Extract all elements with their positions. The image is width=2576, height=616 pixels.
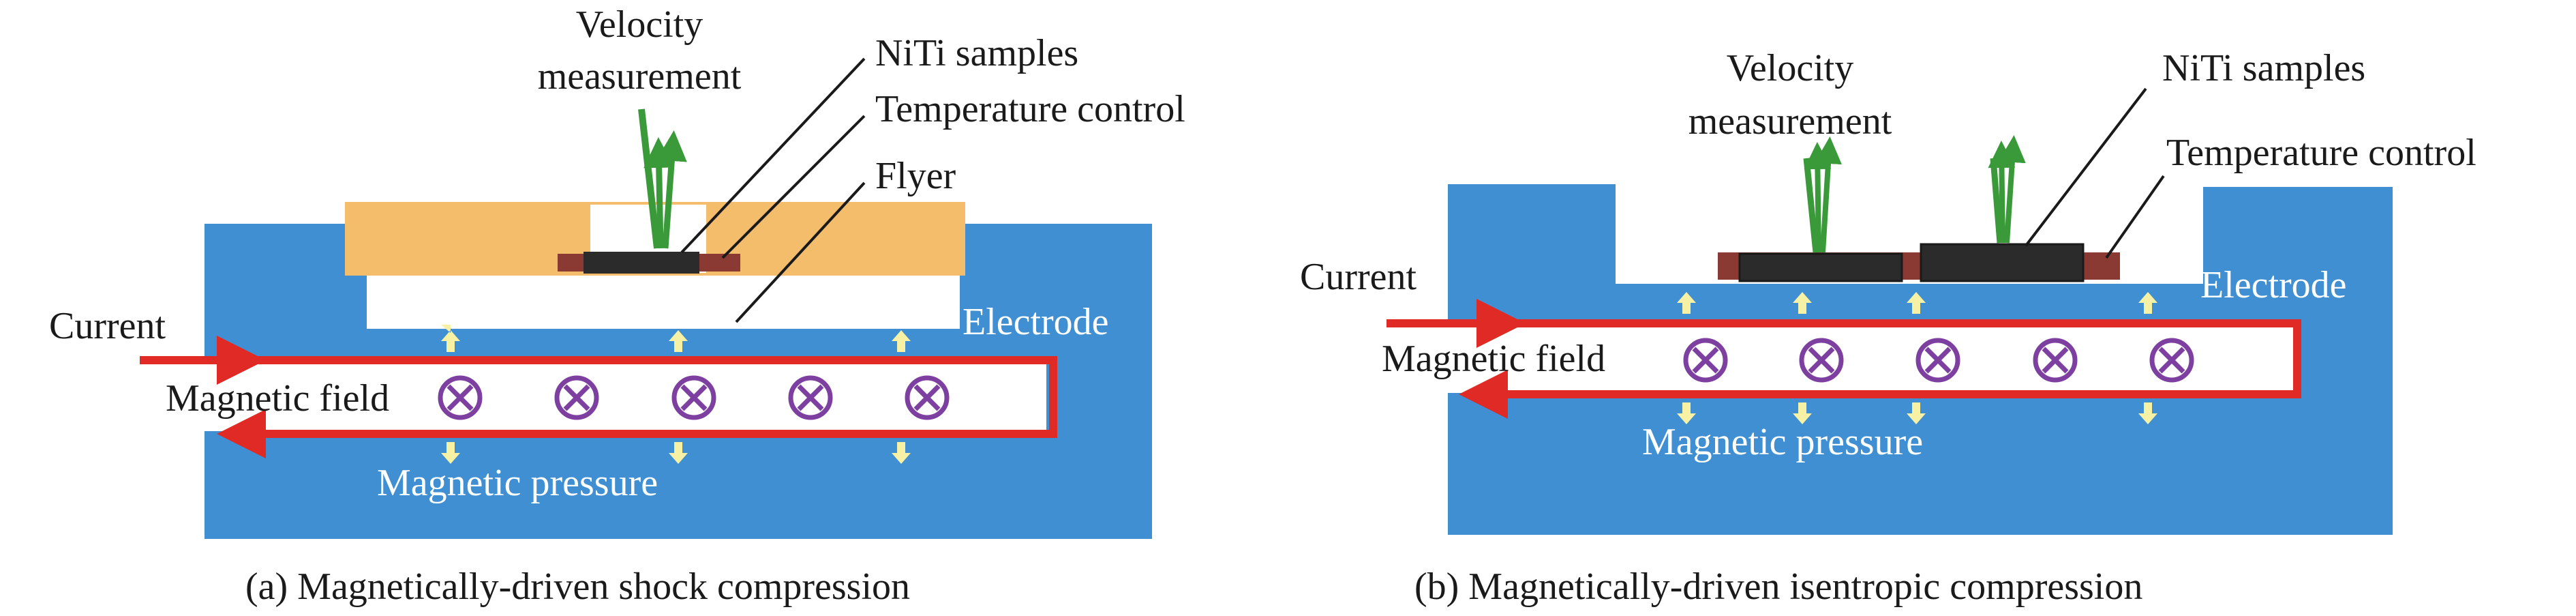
double-arrow-icon (1793, 292, 1812, 314)
panel-b-velocity-label-1: Velocity (1727, 47, 1854, 89)
double-arrow-icon (669, 330, 688, 352)
circle-cross-icon (2033, 338, 2078, 383)
panel-b-field-symbols (1683, 338, 2194, 383)
panel-b-pressure-arrows (1677, 292, 2157, 424)
panel-b-pressure-label: Magnetic pressure (1642, 421, 1923, 463)
circle-cross-icon (671, 375, 716, 420)
panel-a-electrode-label: Electrode (963, 301, 1109, 343)
panel-a-pressure-label: Magnetic pressure (377, 462, 658, 504)
panel-a-sample (584, 252, 699, 274)
circle-cross-icon (2149, 338, 2194, 383)
panel-a-pressure-arrows (441, 325, 911, 464)
double-arrow-icon (441, 442, 460, 464)
panel-b-temperature-label: Temperature control (2166, 132, 2476, 174)
double-arrow-icon (1677, 402, 1696, 424)
circle-cross-icon (788, 375, 833, 420)
panel-b-sample-2 (1920, 243, 2085, 282)
panel-a-field-symbols (438, 375, 950, 420)
panel-b-caption: (b) Magnetically-driven isentropic compr… (1414, 566, 2142, 608)
panel-a-gap (367, 274, 960, 329)
circle-cross-icon (1683, 338, 1728, 383)
panel-a-laser (638, 108, 687, 249)
panel-a-caption: (a) Magnetically-driven shock compressio… (245, 566, 910, 608)
panel-a-leader-lines (680, 57, 866, 323)
double-arrow-icon (892, 442, 911, 464)
panel-a-current-path (258, 356, 1057, 438)
panel-a-flyer-label: Flyer (875, 155, 956, 197)
double-arrow-icon (2138, 402, 2157, 424)
panel-a-temperature-label: Temperature control (875, 88, 1185, 130)
panel-a: Velocity measurement NiTi samples Temper… (49, 3, 1185, 608)
panel-a-velocity-label-2: measurement (538, 55, 742, 98)
double-arrow-icon (2138, 292, 2157, 314)
panel-b-current-path (1497, 319, 2301, 398)
panel-b-samples-label: NiTi samples (2162, 47, 2365, 89)
panel-b-leader-lines (2025, 87, 2165, 259)
panel-b-current-label: Current (1300, 256, 1417, 298)
double-arrow-icon (1907, 292, 1926, 314)
double-arrow-icon (1907, 402, 1926, 424)
panel-b-laser-1 (1803, 136, 1842, 253)
panel-a-current-label: Current (49, 305, 166, 347)
panel-a-velocity-label-1: Velocity (576, 3, 703, 46)
panel-a-field-label: Magnetic field (166, 377, 389, 420)
circle-cross-icon (905, 375, 950, 420)
double-arrow-icon (669, 442, 688, 464)
double-arrow-icon (1793, 402, 1812, 424)
panel-b: Velocity measurement NiTi samples Temper… (1300, 47, 2476, 608)
panel-b-velocity-label-2: measurement (1688, 100, 1892, 143)
panel-b-field-label: Magnetic field (1382, 338, 1605, 380)
panel-b-electrode-label: Electrode (2200, 264, 2347, 306)
double-arrow-icon (1677, 292, 1696, 314)
circle-cross-icon (1799, 338, 1844, 383)
circle-cross-icon (438, 375, 483, 420)
circle-cross-icon (1915, 338, 1960, 383)
double-arrow-icon (892, 330, 911, 352)
circle-cross-icon (554, 375, 599, 420)
panel-b-laser-2 (1988, 135, 2026, 244)
double-arrow-icon (441, 325, 460, 352)
panel-a-samples-label: NiTi samples (875, 32, 1078, 74)
panel-b-sample-1 (1738, 252, 1903, 282)
